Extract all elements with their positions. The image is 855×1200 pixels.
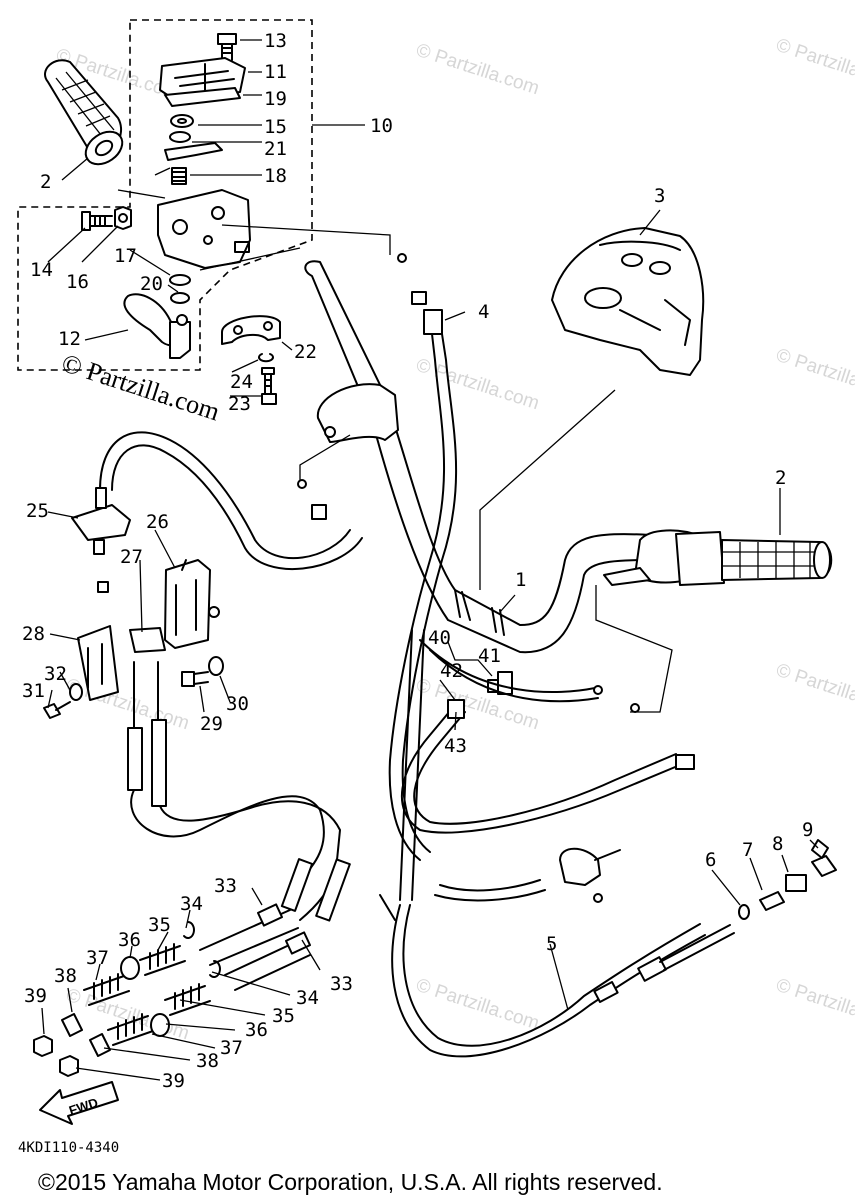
diagram-code: 4KDI110-4340	[18, 1140, 119, 1156]
callout: 34	[180, 893, 203, 915]
callout: 38	[196, 1050, 219, 1072]
callouts: 13 11 19 10 15 21 18 2 14 16 17 20 12 22…	[22, 30, 813, 1092]
callout: 29	[200, 713, 223, 735]
callout: 16	[66, 271, 89, 293]
left-grip	[44, 59, 124, 166]
callout: 21	[264, 138, 287, 160]
callout: 17	[114, 245, 137, 267]
callout: 37	[220, 1037, 243, 1059]
callout: 38	[54, 965, 77, 987]
callout: 12	[58, 328, 81, 350]
lever-bracket	[71, 487, 220, 701]
cable-5	[391, 839, 837, 1058]
callout: 42	[440, 660, 463, 682]
callout: 43	[444, 735, 467, 757]
callout: 35	[148, 914, 171, 936]
callout: 13	[264, 30, 287, 52]
callout: 32	[44, 663, 67, 685]
callout: 30	[226, 693, 249, 715]
callout: 26	[146, 511, 169, 533]
watermark: © Partzilla.com	[63, 675, 191, 735]
callout: 34	[296, 987, 319, 1009]
copyright-notice: ©2015 Yamaha Motor Corporation, U.S.A. A…	[38, 1169, 663, 1195]
callout: 25	[26, 500, 49, 522]
callout: 11	[264, 61, 287, 83]
callout: 5	[546, 933, 557, 955]
callout: 15	[264, 116, 287, 138]
callout: 4	[478, 301, 489, 323]
callout: 3	[654, 185, 665, 207]
right-grip	[603, 529, 833, 586]
callout: 33	[330, 973, 353, 995]
leader-lines	[41, 39, 819, 1081]
adjusters	[33, 858, 351, 1077]
callout: 28	[22, 623, 45, 645]
switch-assembly	[81, 33, 281, 405]
callout: 36	[118, 929, 141, 951]
callout: 24	[230, 371, 253, 393]
callout: 36	[245, 1019, 268, 1041]
watermark: © Partzilla.com	[773, 35, 855, 95]
callout: 39	[162, 1070, 185, 1092]
callout: 33	[214, 875, 237, 897]
callout: 10	[370, 115, 393, 137]
fwd-arrow: FWD	[39, 1081, 119, 1125]
watermark: © Partzilla.com	[773, 345, 855, 405]
callout: 14	[30, 259, 53, 281]
assembly-box-10	[17, 19, 313, 371]
callout: 37	[86, 947, 109, 969]
throttle-housing	[551, 227, 705, 376]
callout: 18	[264, 165, 287, 187]
watermark-main: © Partzilla.com	[58, 348, 223, 426]
watermark: © Partzilla.com	[773, 660, 855, 720]
callout: 19	[264, 88, 287, 110]
callout: 22	[294, 341, 317, 363]
callout: 39	[24, 985, 47, 1007]
watermark: © Partzilla.com	[773, 975, 855, 1035]
watermark: © Partzilla.com	[413, 975, 541, 1035]
choke-cable	[99, 431, 363, 570]
watermark: © Partzilla.com	[413, 40, 541, 100]
callout: 6	[705, 849, 716, 871]
handlebar	[304, 260, 661, 654]
callout: 2	[40, 171, 51, 193]
callout: 23	[228, 393, 251, 415]
callout: 41	[478, 645, 501, 667]
callout: 1	[515, 569, 526, 591]
watermark: © Partzilla.com	[413, 355, 541, 415]
callout: 9	[802, 819, 813, 841]
callout: 20	[140, 273, 163, 295]
callout: 2	[775, 467, 786, 489]
throttle-cable-lower	[379, 629, 695, 921]
callout: 31	[22, 680, 45, 702]
callout: 8	[772, 833, 783, 855]
callout: 27	[120, 546, 143, 568]
callout: 40	[428, 627, 451, 649]
fasteners-left	[43, 656, 224, 719]
callout: 35	[272, 1005, 295, 1027]
callout: 7	[742, 839, 753, 861]
